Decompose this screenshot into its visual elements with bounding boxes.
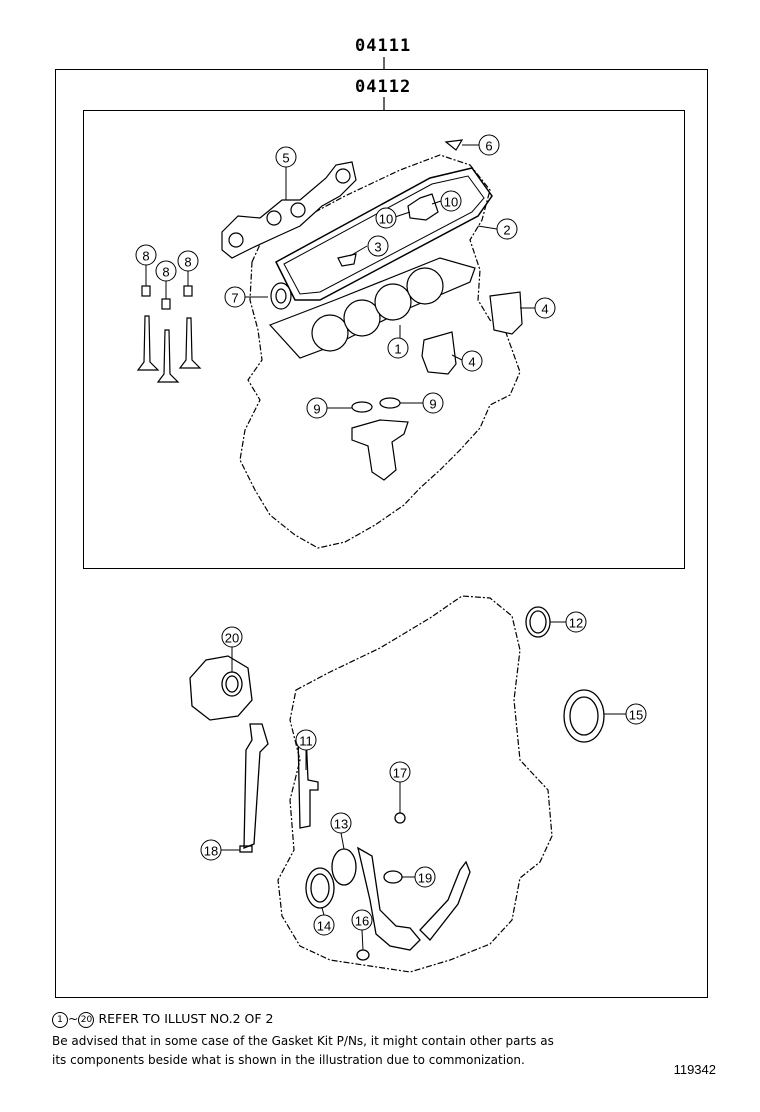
callout-number: 1 xyxy=(394,342,401,357)
kit-number-04111: 04111 xyxy=(355,36,412,56)
advisory-line-2: its components beside what is shown in t… xyxy=(52,1053,525,1067)
ref-text: REFER TO ILLUST NO.2 OF 2 xyxy=(98,1011,274,1026)
callout-number: 19 xyxy=(418,871,432,886)
callout-number: 2 xyxy=(503,223,510,238)
callout-number: 4 xyxy=(541,302,548,317)
callout-number: 12 xyxy=(569,616,583,631)
callout-number: 9 xyxy=(429,397,436,412)
callout-number: 18 xyxy=(204,844,218,859)
callout-number: 9 xyxy=(313,402,320,417)
cylinder-head-drawing xyxy=(239,154,521,549)
ref-start-number: 1 xyxy=(52,1011,68,1028)
callout-number: 14 xyxy=(317,919,331,934)
callout-number: 3 xyxy=(374,240,381,255)
cylinder-block-drawing xyxy=(277,595,553,973)
upper-small-parts xyxy=(270,139,523,481)
illustration-id: 119342 xyxy=(673,1062,716,1077)
valve-cover-gasket xyxy=(275,167,493,301)
ref-end-number: 20 xyxy=(78,1011,95,1028)
advisory-line-1: Be advised that in some case of the Gask… xyxy=(52,1034,554,1048)
callout-number: 6 xyxy=(485,139,492,154)
callout-number: 7 xyxy=(231,291,238,306)
ref-separator: ~ xyxy=(68,1011,79,1026)
callout-number: 10 xyxy=(444,195,458,210)
callout-number: 10 xyxy=(379,212,393,227)
callout-number: 20 xyxy=(225,631,239,646)
callout-number: 15 xyxy=(629,708,643,723)
valves xyxy=(136,285,202,383)
reference-note: 1~20 REFER TO ILLUST NO.2 OF 2 xyxy=(52,1011,273,1028)
outer-kit-frame xyxy=(55,69,708,998)
callouts xyxy=(145,144,626,951)
callout-number: 8 xyxy=(142,249,149,264)
callout-number: 16 xyxy=(355,914,369,929)
callout-number: 11 xyxy=(299,734,313,749)
head-gasket xyxy=(268,257,476,359)
callout-number: 8 xyxy=(162,265,169,280)
callout-number: 4 xyxy=(468,355,475,370)
kit-number-04112: 04112 xyxy=(355,77,412,97)
callout-number: 5 xyxy=(282,151,289,166)
lower-small-parts xyxy=(189,606,605,961)
manifold-gasket xyxy=(221,161,357,259)
callout-number: 17 xyxy=(393,766,407,781)
callout-number: 8 xyxy=(184,255,191,270)
callout-number: 13 xyxy=(334,817,348,832)
